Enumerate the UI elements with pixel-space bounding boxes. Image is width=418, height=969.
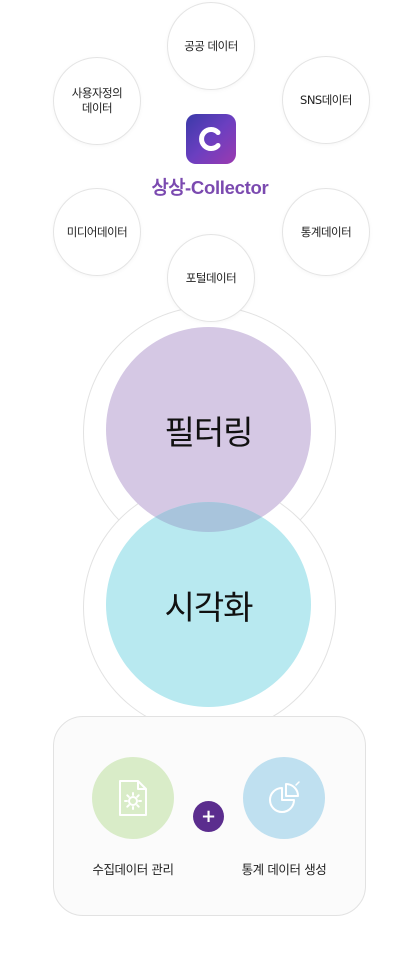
document-gear-icon xyxy=(119,780,147,816)
source-user-defined-data: 사용자정의 데이터 xyxy=(53,57,141,145)
stats-generation-label: 통계 데이터 생성 xyxy=(241,862,327,877)
collector-logo-icon xyxy=(186,114,236,164)
logo-c-glyph xyxy=(199,127,221,151)
pie-chart-icon xyxy=(269,781,300,813)
data-management-label: 수집데이터 관리 xyxy=(92,862,174,877)
source-media-data: 미디어데이터 xyxy=(53,188,141,276)
filter-stage-label: 필터링 xyxy=(164,412,253,452)
data-management-feature xyxy=(92,757,174,839)
stats-generation-feature xyxy=(243,757,325,839)
visualize-stage-label: 시각화 xyxy=(164,587,253,627)
source-label: 미디어데이터 xyxy=(66,224,128,239)
source-stats-data: 통계데이터 xyxy=(282,188,370,276)
source-public-data: 공공 데이터 xyxy=(167,2,255,90)
source-label: 공공 데이터 xyxy=(184,38,238,53)
source-label: 사용자정의 데이터 xyxy=(71,86,123,115)
source-label: 통계데이터 xyxy=(300,224,352,239)
brand-name: 상상-Collector xyxy=(151,177,269,198)
source-portal-data: 포털데이터 xyxy=(167,234,255,322)
plus-icon: + xyxy=(193,801,224,832)
source-label: 포털데이터 xyxy=(185,270,237,285)
source-sns-data: SNS데이터 xyxy=(282,56,370,144)
visualize-stage: 시각화 xyxy=(106,502,311,707)
filter-stage: 필터링 xyxy=(106,327,311,532)
source-label: SNS데이터 xyxy=(300,92,352,107)
